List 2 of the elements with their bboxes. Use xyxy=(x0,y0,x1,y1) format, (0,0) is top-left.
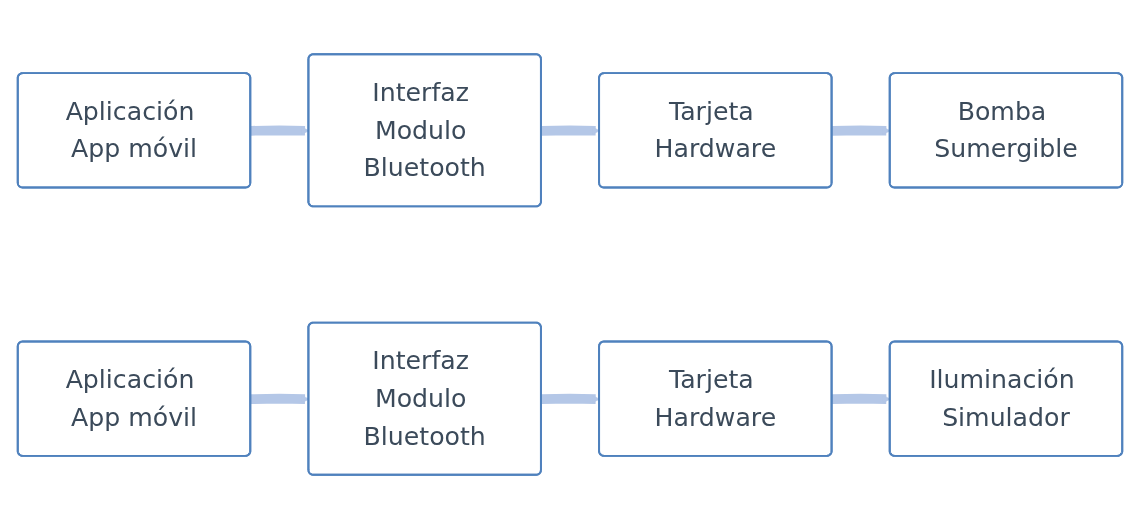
arrow xyxy=(541,393,600,404)
arrow xyxy=(541,125,600,136)
